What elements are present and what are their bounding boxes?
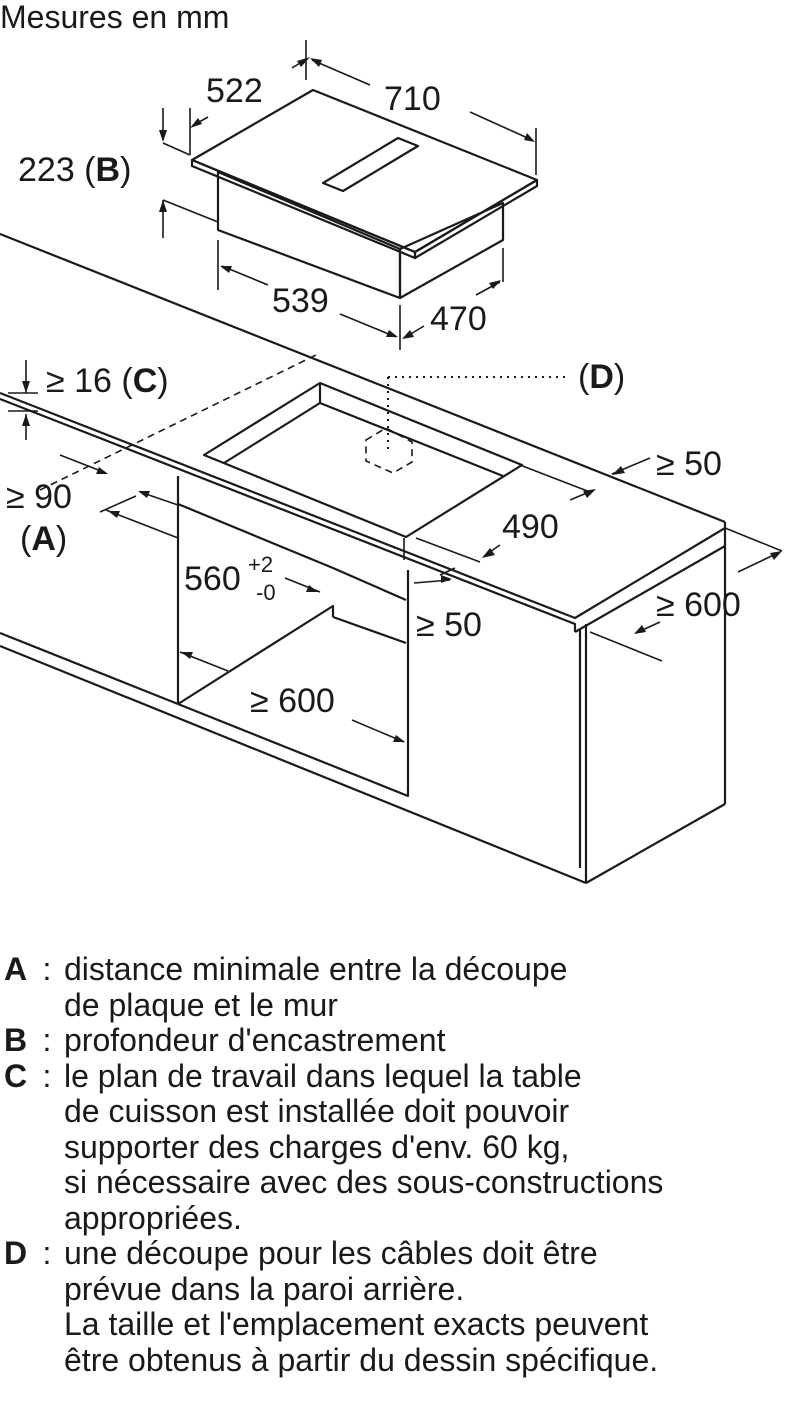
cooktop-glass-top [190,88,539,254]
ref-a: A [31,520,56,558]
dim-min-worktop: ≥ 16 (C) [46,362,169,400]
dim-side-clearance: ≥ 50 [416,606,482,644]
dim-installation-depth-value: 223 [18,151,75,189]
dim-hob-depth: 522 [206,72,263,110]
dim-cutout-tol-minus: -0 [256,580,276,605]
dim-cabinet-width: ≥ 600 [250,682,335,720]
dim-installation-depth: 223 (B) [18,151,131,189]
legend-key: B [4,1022,28,1058]
label-cable-cutout: (D) [578,358,625,396]
dim-body-width: 539 [272,282,329,320]
dim-body-depth: 470 [430,300,487,338]
ref-d: D [589,358,614,396]
units-caption: Mesures en mm [0,0,229,35]
legend-item-c: C : le plan de travail dans lequel la ta… [4,1057,796,1237]
dim-cabinet-depth: ≥ 600 [656,586,741,624]
worktop [0,232,727,633]
base-cabinet [0,476,727,885]
dimension-lines [8,40,783,743]
legend-separator: : [42,1022,52,1058]
dim-cutout-depth: 490 [502,508,559,546]
dim-front-clearance: ≥ 50 [656,445,722,483]
label-wall-distance-ref: (A) [20,520,67,558]
legend-item-d: D : une découpe pour les câbles doit êtr… [4,1235,796,1378]
legend-text: profondeur d'encastrement [64,1022,446,1058]
ref-c: C [133,362,158,400]
dim-cutout-width: 560 [184,560,241,598]
cooktop-edge-right [413,178,539,260]
installation-diagram: Mesures en mm [0,0,783,885]
worktop-cutout [202,381,524,539]
legend-key: A [4,951,28,987]
legend-separator: : [42,1057,52,1094]
cable-cutout [365,376,566,474]
dim-min-worktop-value: ≥ 16 [46,362,112,400]
legend-item-b: B : profondeur d'encastrement [4,1022,796,1059]
cooktop-unit [190,88,539,300]
ref-b: B [96,151,121,189]
legend-separator: : [42,951,52,987]
legend-separator: : [42,1235,52,1271]
dim-wall-distance: ≥ 90 [6,478,72,516]
legend-key: C [4,1057,28,1094]
cooktop-body-side [398,201,505,300]
dim-hob-width: 710 [384,80,441,118]
dim-cutout-tol-plus: +2 [248,552,273,577]
legend-key: D [4,1235,28,1271]
downdraft-vent [321,136,420,193]
